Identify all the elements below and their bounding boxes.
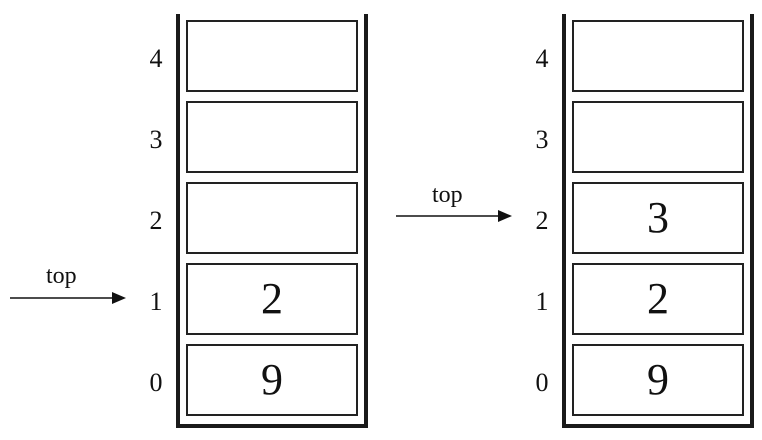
stack-cell-1: 2 xyxy=(186,263,358,335)
index-label-0: 0 xyxy=(535,368,549,397)
stack-cell-4 xyxy=(572,20,744,92)
top-pointer-label: top xyxy=(432,182,463,208)
stack-floor xyxy=(176,424,368,428)
index-label-1: 1 xyxy=(149,287,163,316)
index-label-2: 2 xyxy=(149,206,163,235)
index-label-4: 4 xyxy=(149,44,163,73)
index-label-2: 2 xyxy=(535,206,549,235)
stack-right-wall xyxy=(750,14,754,426)
stack-after: 3 2 9 xyxy=(562,14,754,428)
index-label-1: 1 xyxy=(535,287,549,316)
index-label-0: 0 xyxy=(149,368,163,397)
arrow-right-icon xyxy=(10,292,126,304)
stack-left-wall xyxy=(176,14,180,426)
index-label-3: 3 xyxy=(149,125,163,154)
top-pointer-label: top xyxy=(46,263,77,289)
stack-cell-2: 3 xyxy=(572,182,744,254)
stack-before: 2 9 xyxy=(176,14,368,428)
stack-cell-4 xyxy=(186,20,358,92)
stack-cell-3 xyxy=(572,101,744,173)
stack-cell-1: 2 xyxy=(572,263,744,335)
index-label-4: 4 xyxy=(535,44,549,73)
stack-right-wall xyxy=(364,14,368,426)
arrow-right-icon xyxy=(396,210,512,222)
stack-cell-2 xyxy=(186,182,358,254)
index-label-3: 3 xyxy=(535,125,549,154)
stack-floor xyxy=(562,424,754,428)
stack-left-wall xyxy=(562,14,566,426)
stack-cell-0: 9 xyxy=(186,344,358,416)
stack-cell-3 xyxy=(186,101,358,173)
stack-cell-0: 9 xyxy=(572,344,744,416)
